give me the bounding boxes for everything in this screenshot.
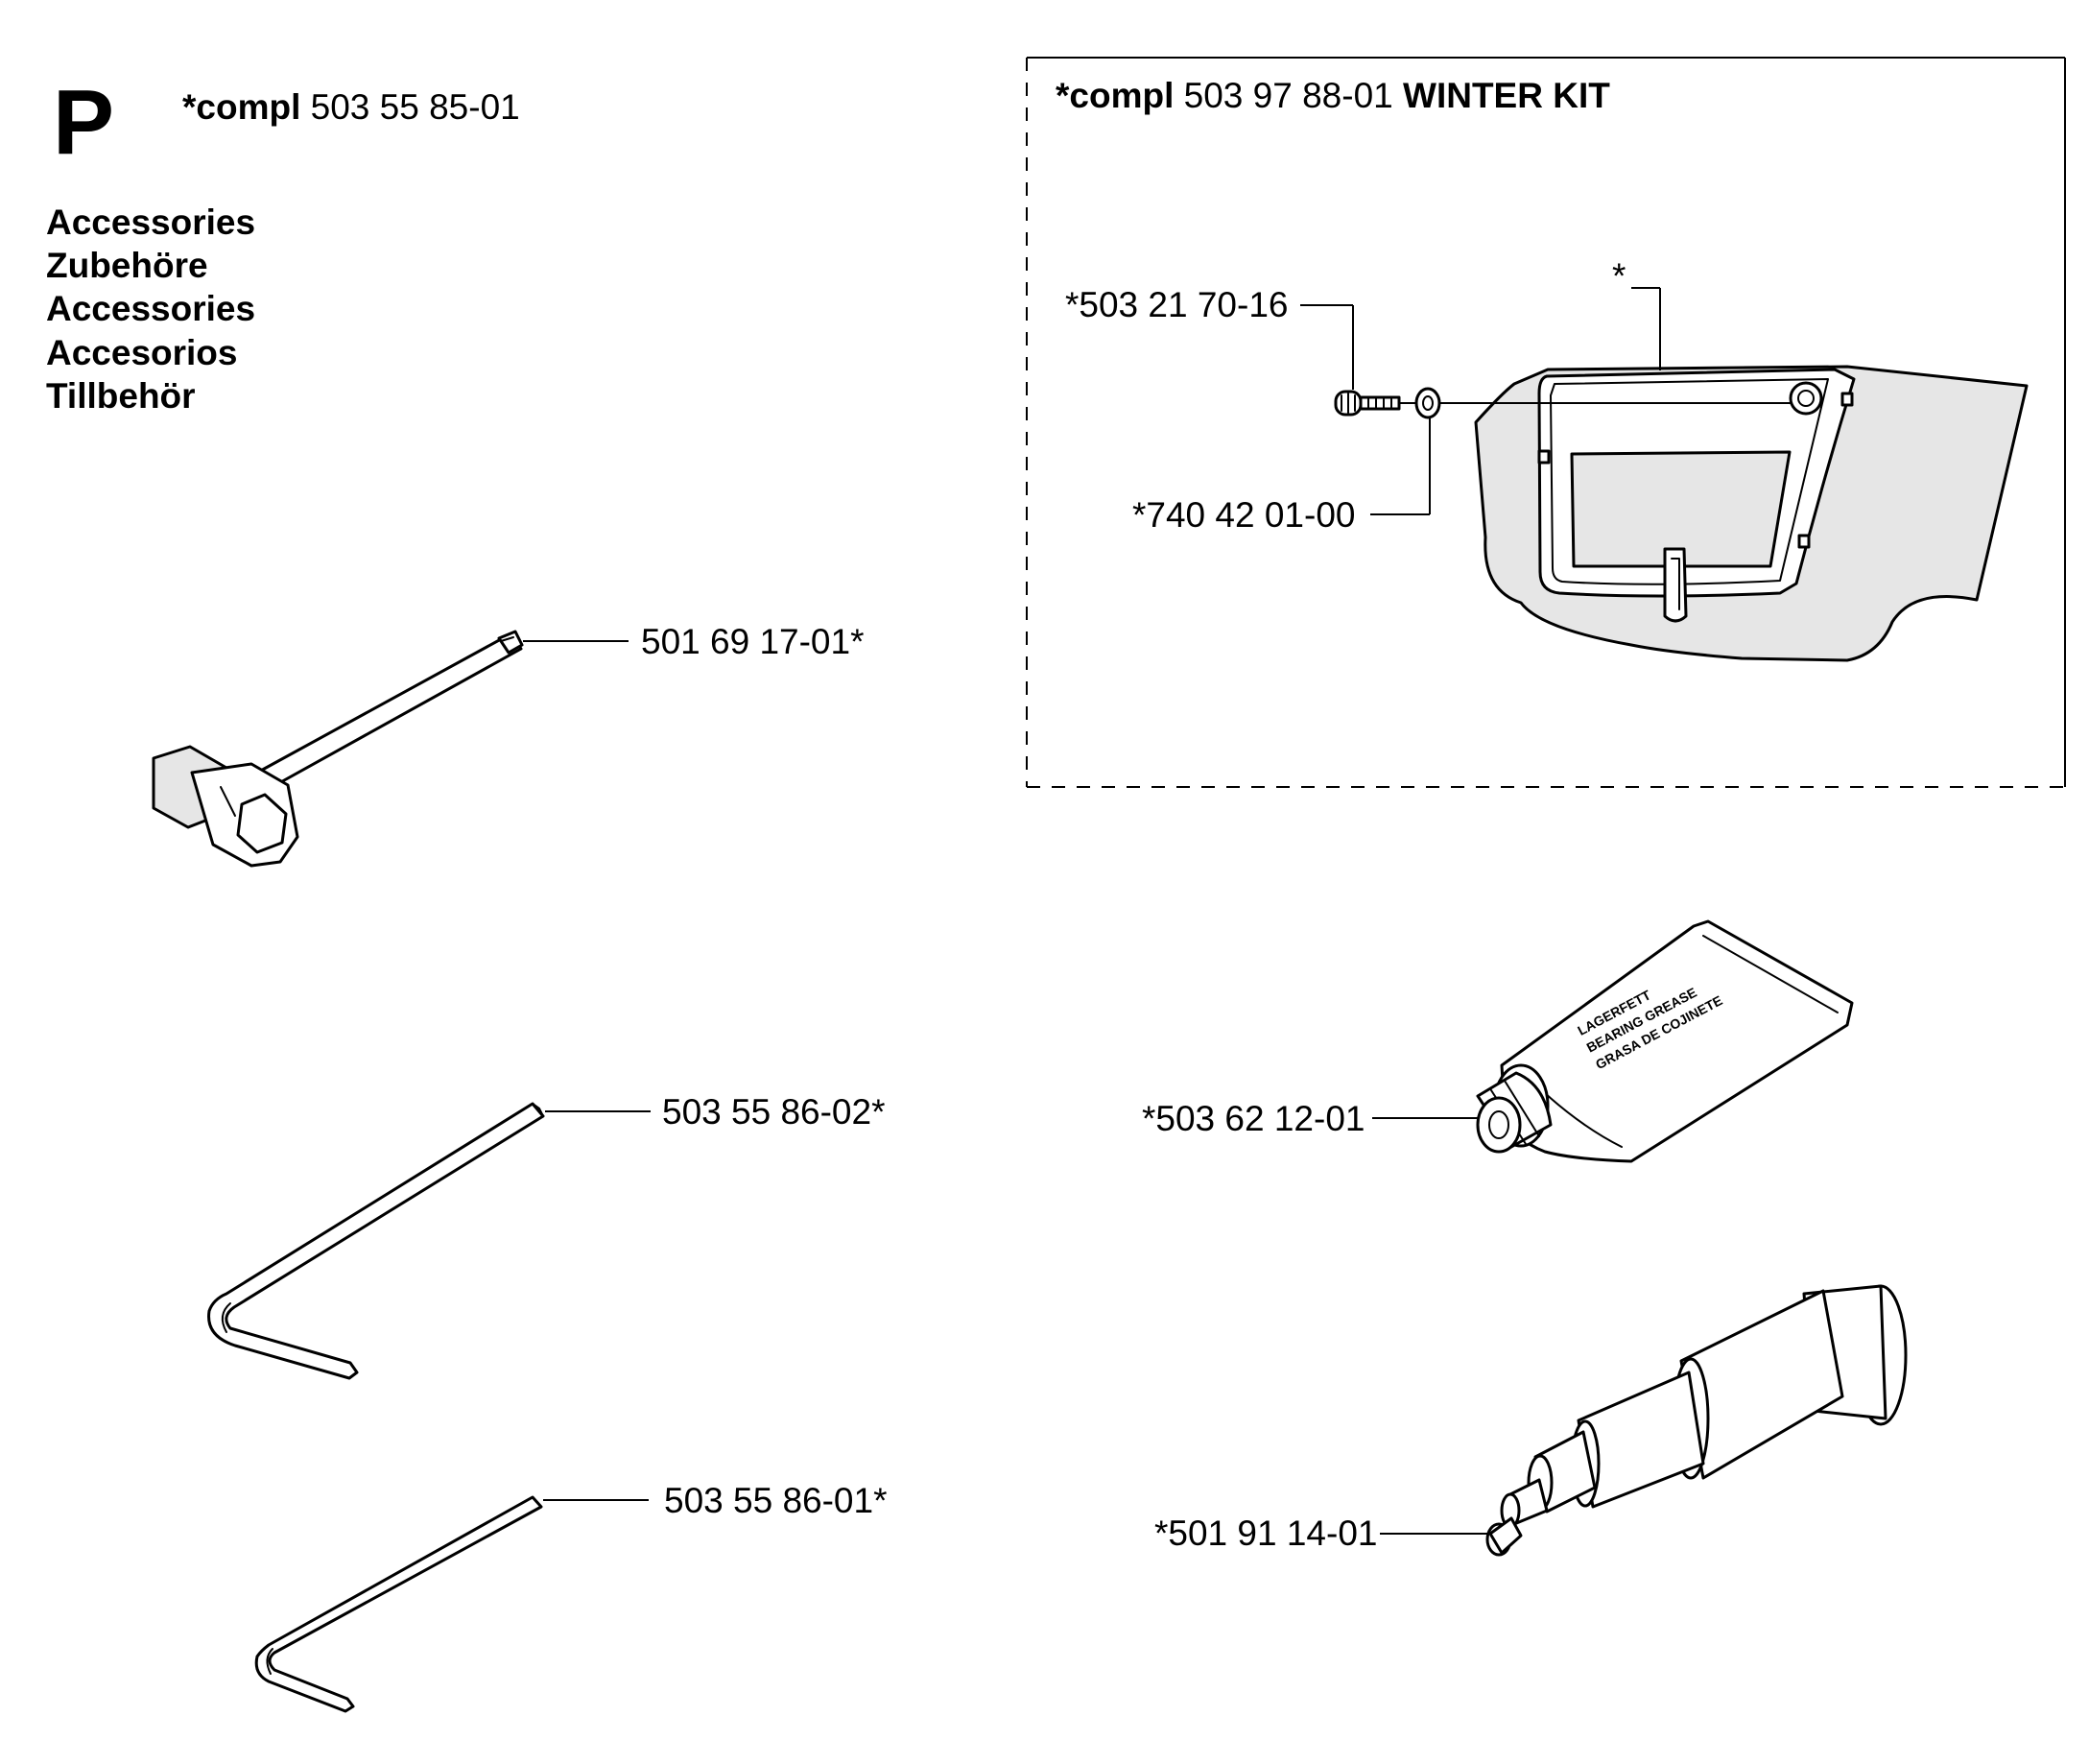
title-fr: Accessories: [46, 289, 255, 328]
title-de: Zubehöre: [46, 246, 208, 285]
hex-key-small-label: 503 55 86-01*: [664, 1481, 887, 1520]
section-compl: *compl 503 55 85-01: [182, 87, 520, 127]
winter-washer: [1414, 387, 1441, 419]
hex-key-small: [254, 1495, 543, 1713]
grease-gun-label: *501 91 14-01: [1154, 1514, 1377, 1553]
title-es: Accesorios: [46, 333, 238, 372]
section-compl-prefix: *compl: [182, 87, 300, 127]
grease-tube-label: *503 62 12-01: [1142, 1099, 1365, 1138]
section-compl-number: 503 55 85-01: [311, 87, 520, 127]
winter-kit-heading: *compl 503 97 88-01 WINTER KIT: [1056, 76, 1610, 115]
winter-cover-label: *: [1612, 256, 1626, 296]
title-en: Accessories: [46, 203, 255, 242]
winter-kit-box: [1026, 57, 2066, 788]
winter-kit-compl-prefix: *compl: [1056, 76, 1174, 115]
grease-tube: LAGERFETT BEARING GREASE GRASA DE COJINE…: [1476, 919, 1854, 1163]
title-sv: Tillbehör: [46, 376, 196, 416]
section-letter: P: [53, 71, 114, 174]
tool-wrench-label: 501 69 17-01*: [641, 622, 864, 661]
tool-wrench: [152, 630, 524, 868]
winter-washer-label: *740 42 01-00: [1132, 495, 1355, 535]
winter-screw-label: *503 21 70-16: [1065, 285, 1288, 324]
winter-screw: [1334, 390, 1401, 417]
winter-kit-name: WINTER KIT: [1403, 76, 1610, 115]
grease-gun: [1485, 1284, 1908, 1557]
winter-cover: [1474, 365, 2029, 662]
hex-key-large-label: 503 55 86-02*: [662, 1092, 885, 1132]
hex-key-large: [207, 1102, 545, 1380]
winter-kit-compl-number: 503 97 88-01: [1184, 76, 1393, 115]
